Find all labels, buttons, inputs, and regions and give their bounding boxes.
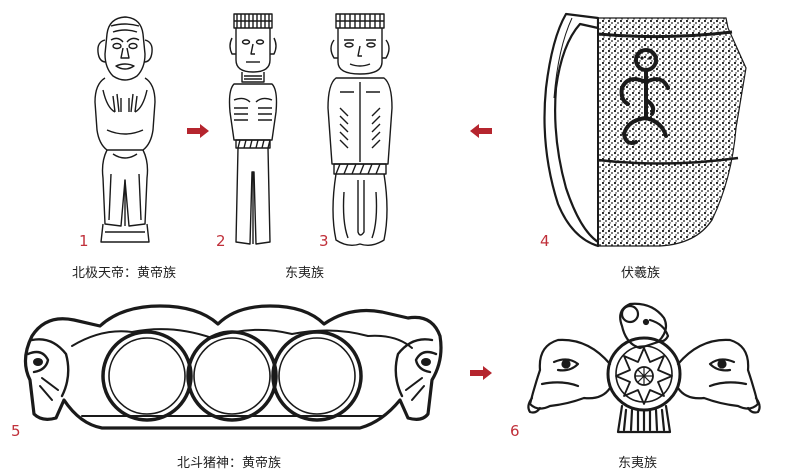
caption-huangdi-north-pole: 北极天帝：黄帝族 xyxy=(72,266,177,281)
figure-1-standing-carving xyxy=(94,16,156,243)
caption-dongyi-2: 东夷族 xyxy=(618,456,658,471)
figure-5-number: 5 xyxy=(11,422,21,440)
figure-1-number: 1 xyxy=(79,232,89,250)
arrow-right-icon xyxy=(470,366,492,380)
figure-3-number: 3 xyxy=(319,232,329,250)
figure-6-number: 6 xyxy=(510,422,520,440)
caption-dongyi-1: 东夷族 xyxy=(285,266,325,281)
figure-2-number: 2 xyxy=(216,232,226,250)
arrow-left-icon xyxy=(470,124,492,138)
caption-fuxi: 伏羲族 xyxy=(621,266,661,281)
arrow-right-icon xyxy=(187,124,209,138)
figure-5-triple-ring-artifact xyxy=(23,304,443,430)
figure-4-number: 4 xyxy=(540,232,550,250)
figure-2-crowned-carving xyxy=(228,13,278,245)
caption-huangdi-dipper-pig: 北斗猪神：黄帝族 xyxy=(177,456,282,471)
figure-6-eagle-pig-pendant xyxy=(527,302,761,434)
figure-4-pottery-vessel xyxy=(543,12,747,248)
figure-3-crowned-carving xyxy=(327,13,393,247)
